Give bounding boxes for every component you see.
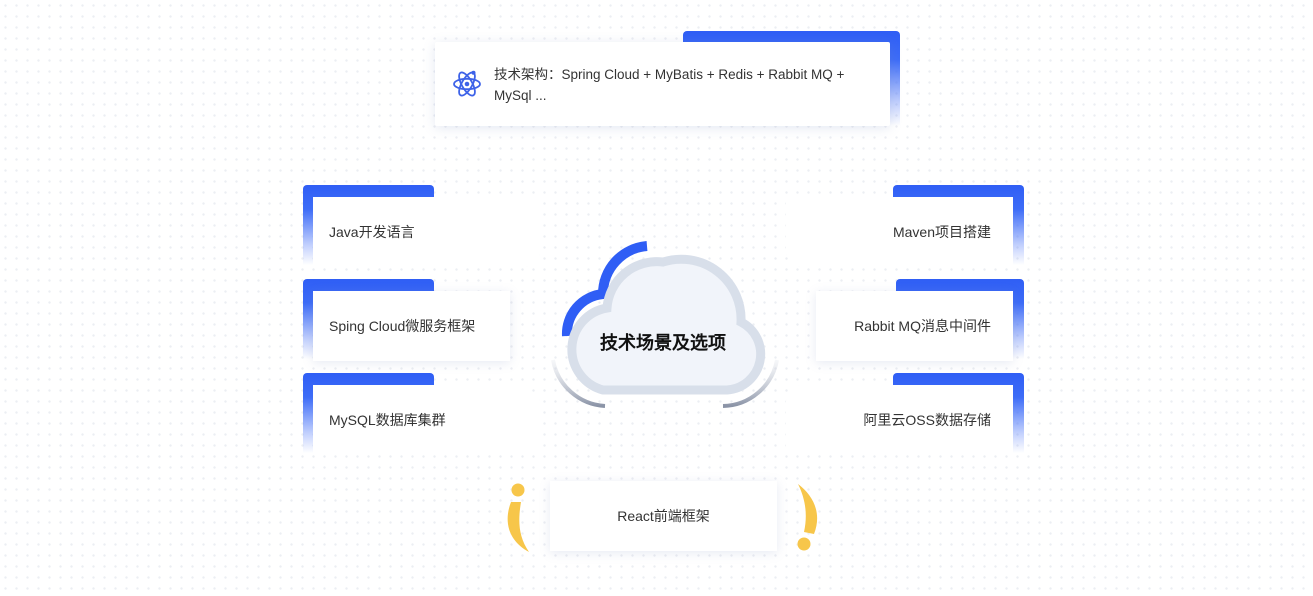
architecture-card: 技术架构：Spring Cloud + MyBatis + Redis + Ra… xyxy=(435,42,890,126)
left-card-2: Sping Cloud微服务框架 xyxy=(313,291,510,361)
right-card-1: Maven项目搭建 xyxy=(786,197,1013,267)
atom-icon xyxy=(453,70,481,97)
right-card-3-label: 阿里云OSS数据存储 xyxy=(863,412,991,428)
center-title: 技术场景及选项 xyxy=(600,333,726,353)
architecture-text: 技术架构：Spring Cloud + MyBatis + Redis + Ra… xyxy=(494,67,845,103)
right-bracket-icon xyxy=(797,484,818,551)
left-card-1-label: Java开发语言 xyxy=(329,224,415,240)
bottom-card-label: React前端框架 xyxy=(617,508,710,524)
right-card-2: Rabbit MQ消息中间件 xyxy=(816,291,1013,361)
left-card-3: MySQL数据库集群 xyxy=(313,385,540,455)
cloud-graphic xyxy=(551,241,779,408)
right-card-2-label: Rabbit MQ消息中间件 xyxy=(854,318,991,334)
right-card-1-label: Maven项目搭建 xyxy=(892,224,991,240)
left-bracket-icon xyxy=(507,483,529,552)
left-card-1: Java开发语言 xyxy=(313,197,540,267)
left-card-3-label: MySQL数据库集群 xyxy=(329,412,446,428)
right-card-3: 阿里云OSS数据存储 xyxy=(786,385,1013,455)
left-card-2-label: Sping Cloud微服务框架 xyxy=(329,318,476,334)
bottom-card: React前端框架 xyxy=(550,481,777,551)
